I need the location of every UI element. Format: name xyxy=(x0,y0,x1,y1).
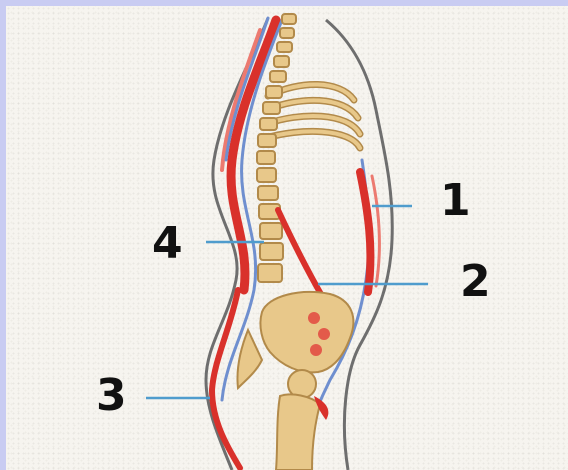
label-1: 1 xyxy=(440,175,471,226)
label-2: 2 xyxy=(460,256,491,307)
psoas-muscle xyxy=(278,210,322,296)
femur xyxy=(276,370,328,470)
label-3: 3 xyxy=(96,370,127,421)
abdominal-muscle xyxy=(360,172,379,292)
label-4: 4 xyxy=(152,218,183,269)
